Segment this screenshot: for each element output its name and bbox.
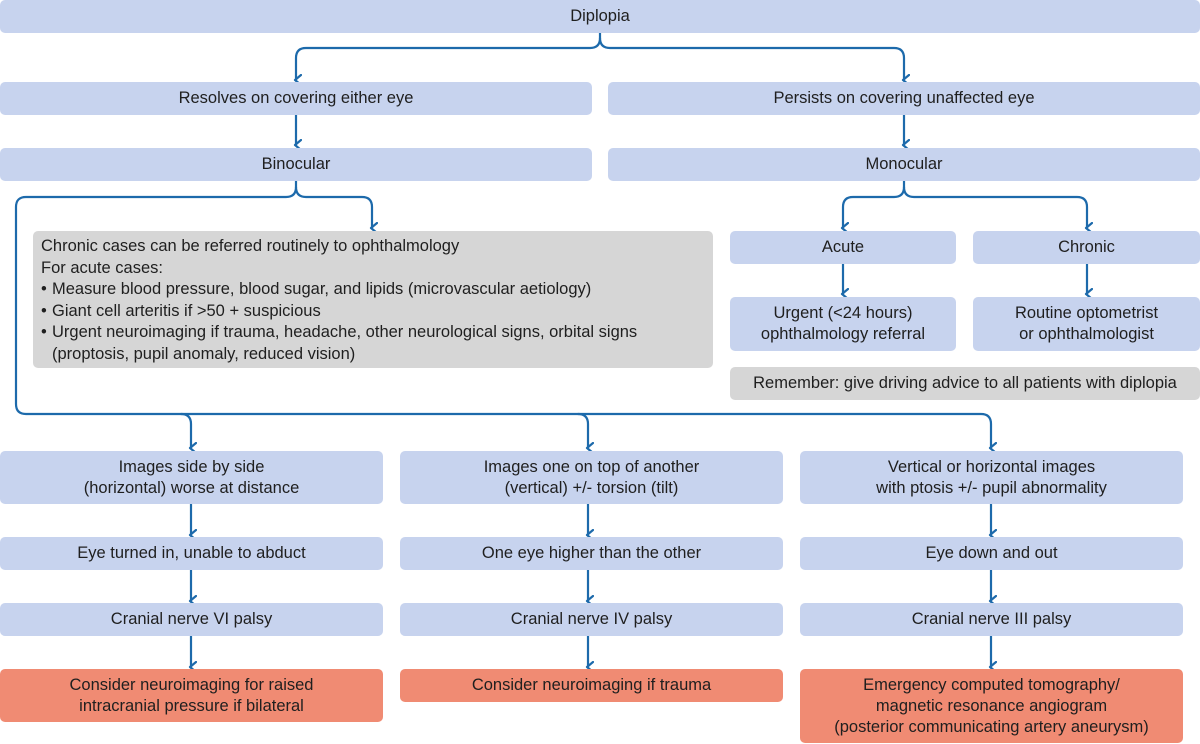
resolves-covering-box: Resolves on covering either eye [0,82,592,115]
persists-covering-box: Persists on covering unaffected eye [608,82,1200,115]
cn3-action-box: Emergency computed tomography/ magnetic … [800,669,1183,743]
connector-root-left [296,31,602,80]
connector-root-right [598,36,904,80]
urgent-referral-box: Urgent (<24 hours) ophthalmology referra… [730,297,956,351]
routine-optometrist-line1: Routine optometrist [1014,304,1159,322]
routine-optometrist-box: Routine optometrist or ophthalmologist [973,297,1200,351]
cn4-palsy-box: Cranial nerve IV palsy [400,603,783,636]
cn4-action-box: Consider neuroimaging if trauma [400,669,783,702]
cn6-action-line1: Consider neuroimaging for raised [69,675,314,694]
diplopia-label: Diplopia [570,7,630,25]
images-on-top-line2: (vertical) +/- torsion (tilt) [504,478,679,497]
images-side-by-side-line2: (horizontal) worse at distance [83,478,300,497]
acute-label: Acute [821,238,865,256]
images-ptosis-line2: with ptosis +/- pupil abnormality [876,478,1107,497]
acute-box: Acute [730,231,956,264]
note-acute-line: For acute cases: [41,258,163,277]
cn3-palsy-box: Cranial nerve III palsy [800,603,1183,636]
note-bullet-3: • Urgent neuroimaging if trauma, headach… [41,322,705,344]
bullet-dot: • [41,280,47,298]
note-chronic-line: Chronic cases can be referred routinely … [41,237,460,255]
note-bullet-3-cont-text: (proptosis, pupil anomaly, reduced visio… [52,344,356,363]
driving-advice-box: Remember: give driving advice to all pat… [730,367,1200,400]
urgent-referral-line1: Urgent (<24 hours) [773,304,913,322]
chronic-label: Chronic [1058,238,1115,256]
note-bullet-1: • Measure blood pressure, blood sugar, a… [41,279,705,301]
binocular-label: Binocular [261,155,331,173]
binocular-box: Binocular [0,148,592,181]
chronic-box: Chronic [973,231,1200,264]
connector-column-1 [179,412,191,448]
cn4-palsy-label: Cranial nerve IV palsy [510,610,673,628]
driving-advice-label: Remember: give driving advice to all pat… [753,374,1177,392]
cn4-action-line1: Consider neuroimaging if trauma [471,676,712,694]
connector-monocular-split [843,179,906,228]
connector-column-2 [576,412,588,448]
persists-covering-label: Persists on covering unaffected eye [773,89,1035,107]
connector-binocular-note [294,179,372,228]
note-bullet-1-text: Measure blood pressure, blood sugar, and… [52,280,592,298]
cn3-action-line3: (posterior communicating artery aneurysm… [834,717,1149,736]
eye-turned-in-box: Eye turned in, unable to abduct [0,537,383,570]
note-bullet-3-continuation: (proptosis, pupil anomaly, reduced visio… [41,344,705,366]
monocular-label: Monocular [865,155,943,173]
images-ptosis-box: Vertical or horizontal images with ptosi… [800,451,1183,504]
images-side-by-side-box: Images side by side (horizontal) worse a… [0,451,383,504]
urgent-referral-line2: ophthalmology referral [760,325,926,343]
cn3-palsy-label: Cranial nerve III palsy [911,610,1072,628]
binocular-note-box: Chronic cases can be referred routinely … [33,231,713,368]
images-side-by-side-line1: Images side by side [118,457,265,476]
connector-binocular-columns [14,185,991,448]
eye-higher-label: One eye higher than the other [481,544,702,562]
eye-down-out-label: Eye down and out [925,544,1058,562]
cn6-action-line2: intracranial pressure if bilateral [79,696,304,715]
note-bullet-2-text: Giant cell arteritis if >50 + suspicious [52,301,321,320]
connector-monocular-chronic [902,185,1087,228]
cn6-palsy-label: Cranial nerve VI palsy [110,610,273,628]
diplopia-box: Diplopia [0,0,1200,33]
routine-optometrist-line2: or ophthalmologist [1019,325,1154,343]
cn6-palsy-box: Cranial nerve VI palsy [0,603,383,636]
images-on-top-box: Images one on top of another (vertical) … [400,451,783,504]
monocular-box: Monocular [608,148,1200,181]
resolves-covering-label: Resolves on covering either eye [178,89,414,107]
cn3-action-line1: Emergency computed tomography/ [863,675,1120,694]
eye-higher-box: One eye higher than the other [400,537,783,570]
bullet-dot: • [41,323,47,341]
eye-down-out-box: Eye down and out [800,537,1183,570]
images-on-top-line1: Images one on top of another [483,457,700,476]
eye-turned-in-label: Eye turned in, unable to abduct [77,544,306,562]
note-bullet-3-text: Urgent neuroimaging if trauma, headache,… [52,323,638,341]
cn6-action-box: Consider neuroimaging for raised intracr… [0,669,383,722]
images-ptosis-line1: Vertical or horizontal images [887,457,1096,476]
bullet-dot: • [41,301,47,320]
cn3-action-line2: magnetic resonance angiogram [875,696,1108,715]
note-bullet-2: • Giant cell arteritis if >50 + suspicio… [41,301,705,323]
